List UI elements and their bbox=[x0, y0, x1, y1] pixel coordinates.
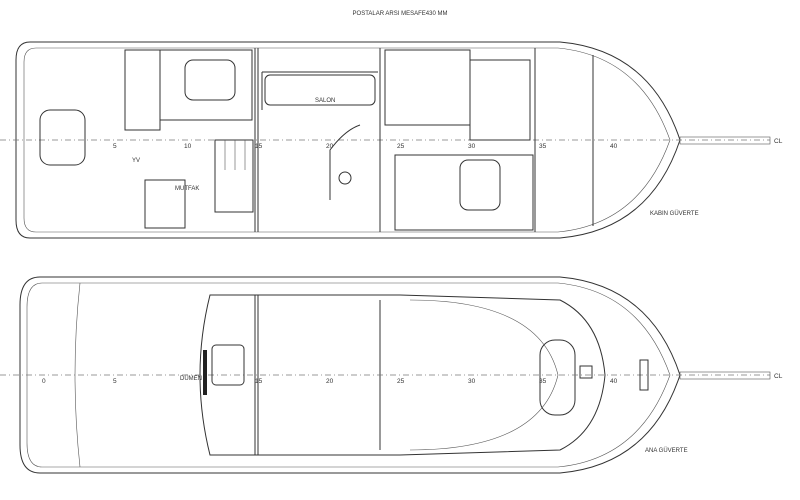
deck-hatch bbox=[579, 365, 593, 379]
cabin-hull-inner bbox=[23, 47, 671, 233]
head-aft-stbd bbox=[144, 179, 186, 229]
salon-settee bbox=[261, 71, 378, 110]
station-label: 5 bbox=[113, 143, 117, 150]
cabin-deck-label: KABIN GÜVERTE bbox=[650, 210, 699, 217]
bed-fwd-stbd bbox=[459, 159, 501, 211]
station-label: 35 bbox=[539, 143, 547, 150]
station-label: 35 bbox=[539, 378, 547, 385]
cabin-fwd-port bbox=[469, 59, 531, 141]
main-hull-outer bbox=[19, 276, 681, 474]
station-label: 25 bbox=[397, 143, 405, 150]
head-aft-port bbox=[124, 49, 161, 131]
station-label: 30 bbox=[468, 378, 476, 385]
deckhouse bbox=[199, 294, 606, 456]
bowsprit bbox=[679, 136, 771, 145]
main-deck-label: ANA GÜVERTE bbox=[645, 447, 688, 454]
windlass bbox=[639, 359, 649, 391]
hatch-cover bbox=[539, 339, 576, 416]
main-station-labels: 0 5 15 20 25 30 35 40 bbox=[42, 378, 618, 385]
head-fwd bbox=[384, 49, 471, 126]
cabin-fwd-stbd bbox=[394, 154, 534, 231]
sunbed bbox=[409, 299, 559, 451]
station-label: 5 bbox=[113, 378, 117, 385]
bed-aft bbox=[39, 109, 86, 166]
station-label: 15 bbox=[255, 378, 263, 385]
station-label: 30 bbox=[468, 143, 476, 150]
cabin-hull-outer bbox=[15, 41, 681, 239]
bed-aft-port bbox=[184, 59, 236, 101]
station-label: 10 bbox=[184, 143, 192, 150]
cabin-deck: CL SALON MUTFAK YV KABIN GÜVERTE 5 10 15 20… bbox=[0, 41, 783, 239]
cabin-aft-port bbox=[159, 49, 253, 121]
station-label: 40 bbox=[610, 143, 618, 150]
galley-label: MUTFAK bbox=[175, 186, 199, 192]
station-label: 20 bbox=[326, 378, 334, 385]
main-hull-inner bbox=[26, 282, 671, 468]
plan-title: POSTALAR ARSI MESAFE430 MM bbox=[353, 11, 448, 17]
station-label: 0 bbox=[42, 378, 46, 385]
main-cl-label: CL bbox=[774, 373, 783, 380]
bowsprit-main bbox=[679, 371, 771, 380]
cabin-cl-label: CL bbox=[774, 138, 783, 145]
salon-counter bbox=[329, 124, 361, 200]
salon-label: SALON bbox=[315, 98, 335, 104]
station-label: 40 bbox=[610, 378, 618, 385]
helm-label: DÜMEN bbox=[180, 375, 202, 382]
main-deck: CL DÜMEN ANA GÜVERTE 0 5 15 20 25 30 35 40 bbox=[0, 276, 783, 474]
station-label: 25 bbox=[397, 378, 405, 385]
stairs bbox=[214, 139, 254, 213]
helm-console bbox=[211, 344, 245, 386]
station-label: 15 bbox=[255, 143, 263, 150]
cabin-station-labels: 5 10 15 20 25 30 35 40 bbox=[113, 143, 618, 150]
helm-seat bbox=[338, 171, 352, 185]
salon-table bbox=[264, 74, 376, 106]
helm-wheel bbox=[203, 350, 207, 395]
yv-label: YV bbox=[132, 158, 140, 164]
station-label: 20 bbox=[326, 143, 334, 150]
